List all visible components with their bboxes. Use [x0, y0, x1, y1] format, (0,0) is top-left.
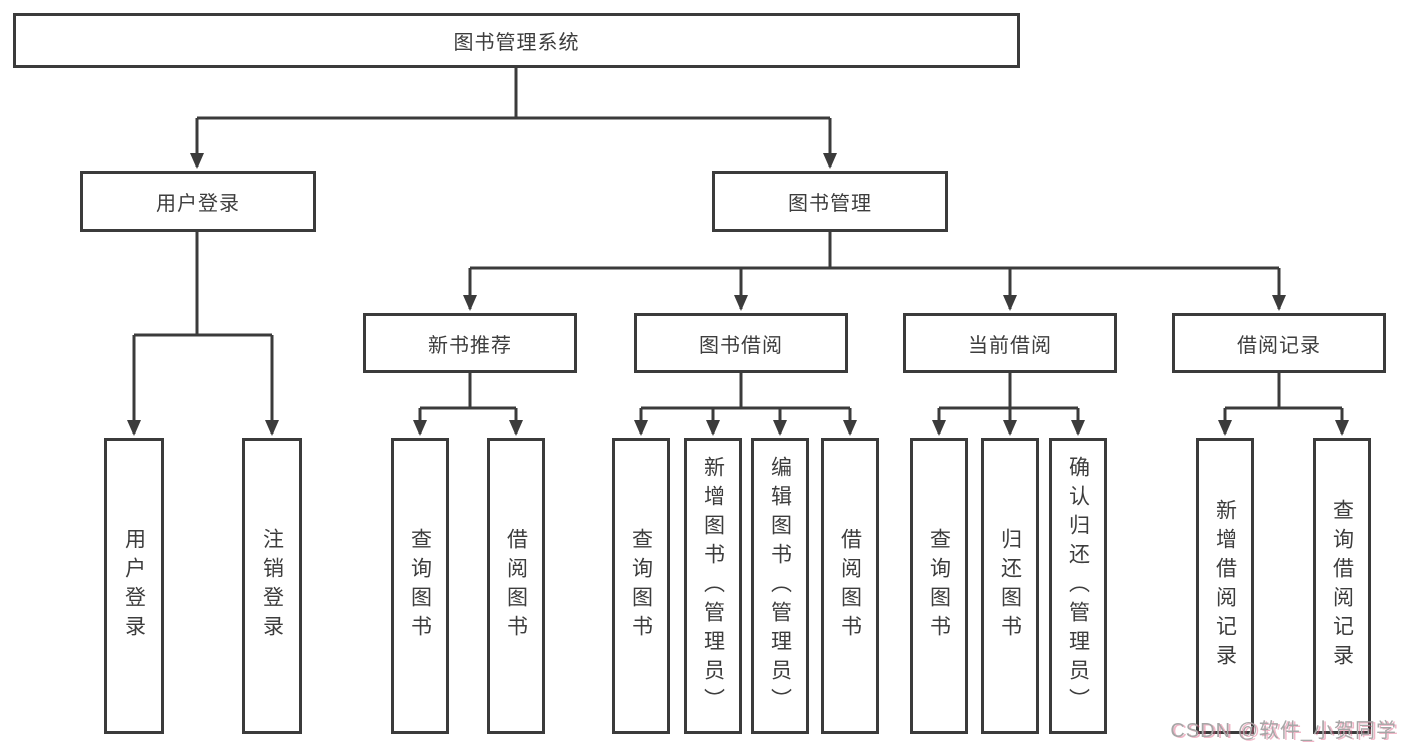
leaf-return-books: 归还图书	[981, 438, 1039, 734]
node-root-system: 图书管理系统	[13, 13, 1020, 68]
node-current-borrow: 当前借阅	[903, 313, 1117, 373]
node-label: 用户登录	[156, 193, 240, 215]
leaf-user-login: 用户登录	[104, 438, 164, 734]
node-label: 查询图书	[408, 528, 432, 644]
node-label: 注销登录	[260, 528, 284, 644]
node-label: 图书管理	[788, 193, 872, 215]
node-label: 编辑图书（管理员）	[768, 455, 792, 717]
node-label: 图书管理系统	[453, 32, 580, 54]
node-label: 归还图书	[998, 528, 1022, 644]
leaf-query-books-current: 查询图书	[910, 438, 968, 734]
csdn-watermark: CSDN @软件_小贺同学	[1170, 720, 1397, 742]
node-label: 查询借阅记录	[1330, 499, 1354, 673]
node-label: 查询图书	[927, 528, 951, 644]
node-label: 确认归还（管理员）	[1066, 455, 1090, 717]
leaf-add-book-admin: 新增图书（管理员）	[684, 438, 742, 734]
node-label: 借阅图书	[504, 528, 528, 644]
node-label: 图书借阅	[699, 334, 783, 357]
node-label: 新增借阅记录	[1213, 499, 1237, 673]
node-user-login: 用户登录	[80, 171, 316, 232]
node-new-book-recommend: 新书推荐	[363, 313, 577, 373]
leaf-query-books-borrow: 查询图书	[612, 438, 670, 734]
node-label: 当前借阅	[968, 334, 1052, 357]
node-book-borrow: 图书借阅	[634, 313, 848, 373]
node-label: 查询图书	[629, 528, 653, 644]
node-label: 借阅记录	[1237, 334, 1321, 357]
node-borrow-records: 借阅记录	[1172, 313, 1386, 373]
leaf-query-borrow-record: 查询借阅记录	[1313, 438, 1371, 734]
node-label: 用户登录	[122, 528, 146, 644]
node-label: 新书推荐	[428, 334, 512, 357]
leaf-borrow-books: 借阅图书	[821, 438, 879, 734]
leaf-edit-book-admin: 编辑图书（管理员）	[751, 438, 809, 734]
leaf-query-books-recommend: 查询图书	[391, 438, 449, 734]
node-label: 新增图书（管理员）	[701, 455, 725, 717]
leaf-logout-login: 注销登录	[242, 438, 302, 734]
node-book-management: 图书管理	[712, 171, 948, 232]
leaf-confirm-return-admin: 确认归还（管理员）	[1049, 438, 1107, 734]
node-label: 借阅图书	[838, 528, 862, 644]
leaf-add-borrow-record: 新增借阅记录	[1196, 438, 1254, 734]
leaf-borrow-books-recommend: 借阅图书	[487, 438, 545, 734]
